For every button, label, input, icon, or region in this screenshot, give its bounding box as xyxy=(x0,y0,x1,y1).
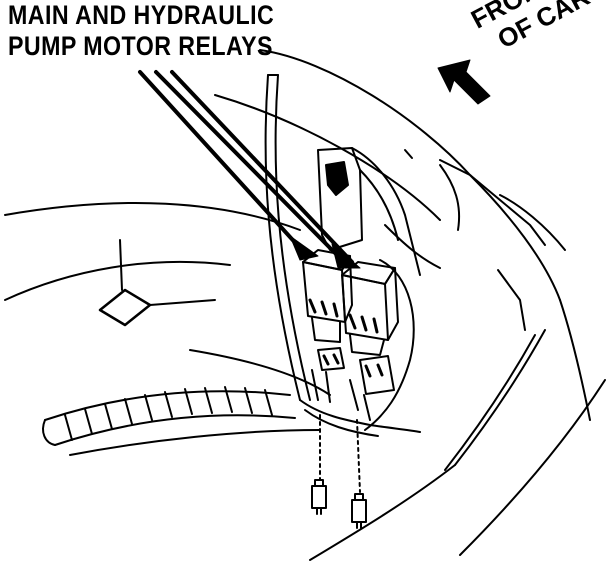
callout-line-1: MAIN AND HYDRAULIC xyxy=(8,0,275,30)
relay-bracket xyxy=(364,259,415,431)
relay-connectors xyxy=(299,347,421,437)
callout-line-2: PUMP MOTOR RELAYS xyxy=(8,31,273,61)
terminal-pins xyxy=(311,414,367,529)
arrowhead-main xyxy=(289,235,319,261)
corrugated-loom xyxy=(42,386,321,456)
fender-lip xyxy=(309,329,606,561)
relay-callout-label: MAIN AND HYDRAULIC PUMP MOTOR RELAYS xyxy=(8,0,274,62)
main-relay xyxy=(302,249,353,343)
front-direction-arrow xyxy=(437,59,491,105)
wire-harness xyxy=(264,74,311,401)
arrowhead-hydraulic xyxy=(331,243,361,269)
fender-panel xyxy=(214,49,591,421)
inner-fender xyxy=(4,202,331,396)
mounting-bracket xyxy=(317,147,441,276)
callout-leader-arrows xyxy=(138,70,354,264)
